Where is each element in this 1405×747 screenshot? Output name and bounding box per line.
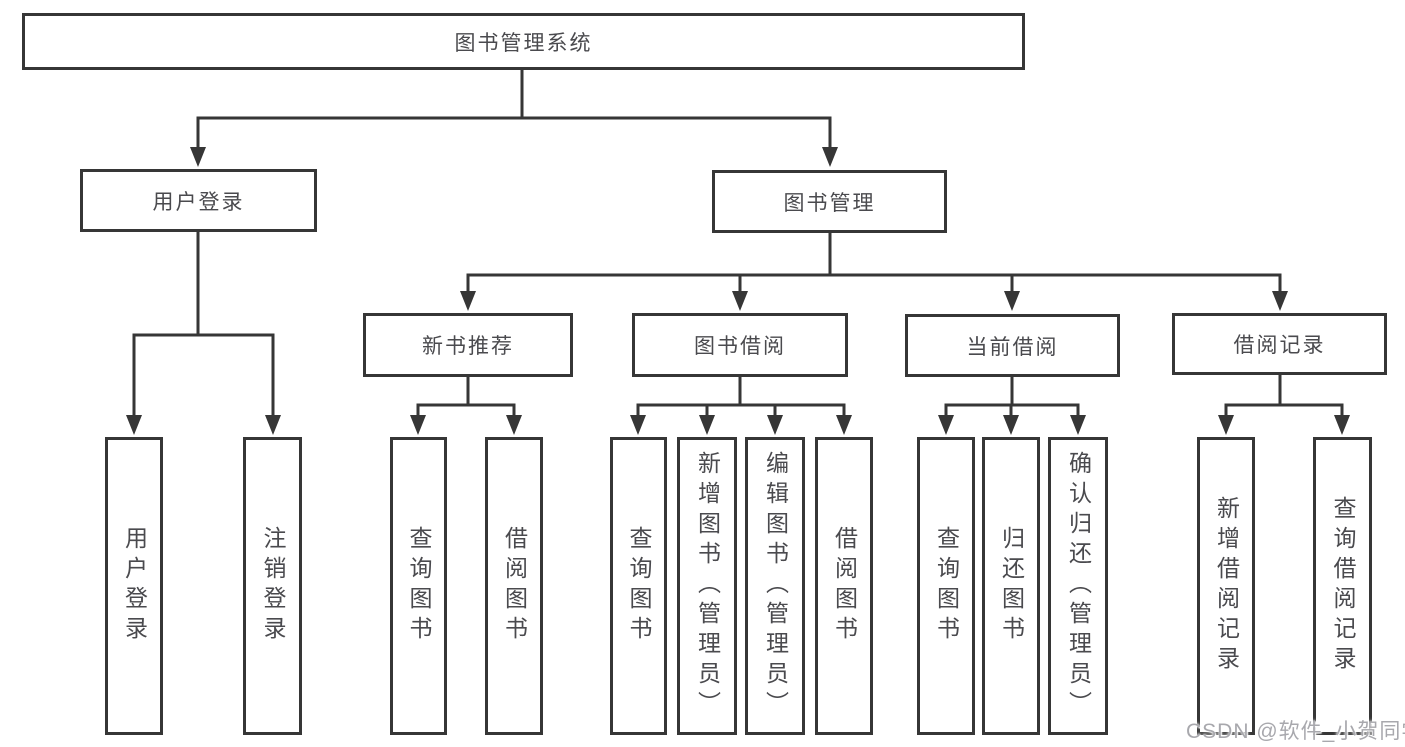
leaf-confirm-return-admin: 确认归还（管理员） xyxy=(1048,437,1108,735)
leaf-borrow-books-recommend: 借阅图书 xyxy=(485,437,543,735)
leaf-edit-book-admin: 编辑图书（管理员） xyxy=(745,437,805,735)
node-borrowing-records: 借阅记录 xyxy=(1172,313,1387,375)
leaf-query-borrow-record: 查询借阅记录 xyxy=(1313,437,1372,735)
node-book-management: 图书管理 xyxy=(712,170,947,233)
leaf-logout: 注销登录 xyxy=(243,437,302,735)
leaf-borrow-books: 借阅图书 xyxy=(815,437,873,735)
leaf-query-books-current: 查询图书 xyxy=(917,437,975,735)
leaf-query-books-borrow: 查询图书 xyxy=(610,437,667,735)
node-book-borrowing: 图书借阅 xyxy=(632,313,848,377)
node-root-library-system: 图书管理系统 xyxy=(22,13,1025,70)
leaf-add-borrow-record: 新增借阅记录 xyxy=(1197,437,1255,735)
node-new-book-recommendation: 新书推荐 xyxy=(363,313,573,377)
leaf-add-book-admin: 新增图书（管理员） xyxy=(677,437,737,735)
csdn-watermark: CSDN @软件_小贺同学 xyxy=(1186,720,1405,743)
leaf-query-books-recommend: 查询图书 xyxy=(390,437,447,735)
node-current-borrowing: 当前借阅 xyxy=(905,314,1120,377)
node-user-login: 用户登录 xyxy=(80,169,317,232)
leaf-return-book: 归还图书 xyxy=(982,437,1040,735)
leaf-user-login: 用户登录 xyxy=(105,437,163,735)
